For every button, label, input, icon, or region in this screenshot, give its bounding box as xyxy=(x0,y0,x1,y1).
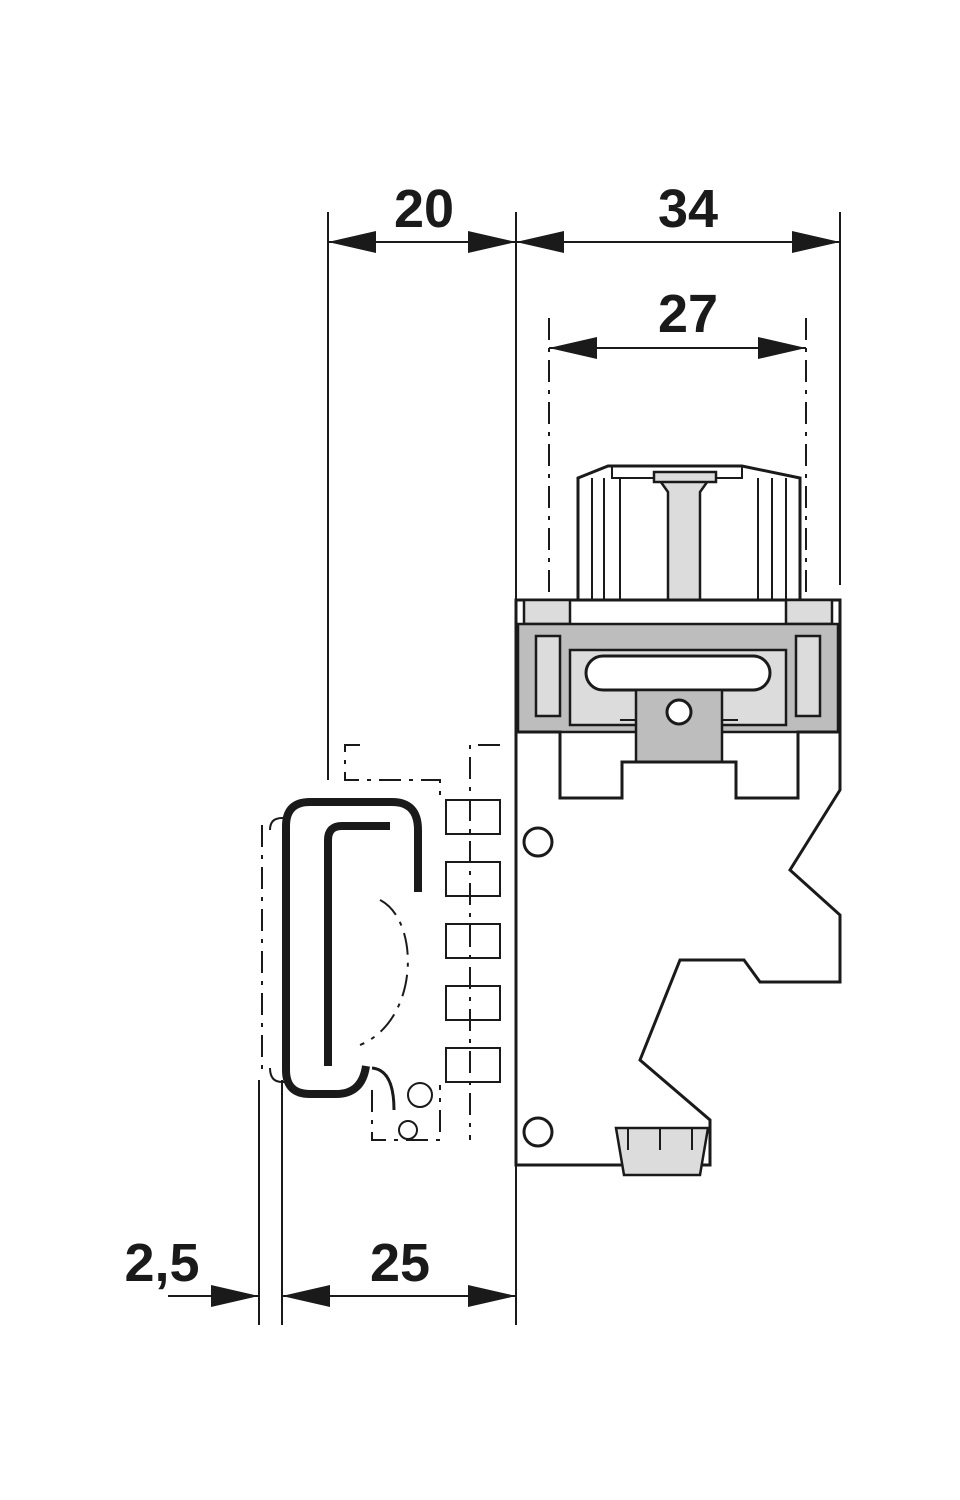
dimension-label-2-5: 2,5 xyxy=(124,1233,199,1293)
base-body xyxy=(514,730,842,1177)
dimension-label-25: 25 xyxy=(370,1233,430,1293)
dimension-20: 20 xyxy=(327,179,517,1325)
dimension-label-20: 20 xyxy=(394,179,454,239)
dimension-bottom: 2,5 25 xyxy=(124,1080,516,1325)
actuator-head xyxy=(576,464,802,602)
din-rail xyxy=(261,798,422,1111)
housing-top xyxy=(514,598,842,764)
mounting-clips xyxy=(344,744,501,1141)
dimension-label-27: 27 xyxy=(658,284,718,344)
dimension-27: 27 xyxy=(548,284,807,600)
dimension-label-34: 34 xyxy=(658,179,718,239)
dimension-34: 34 xyxy=(516,179,841,585)
